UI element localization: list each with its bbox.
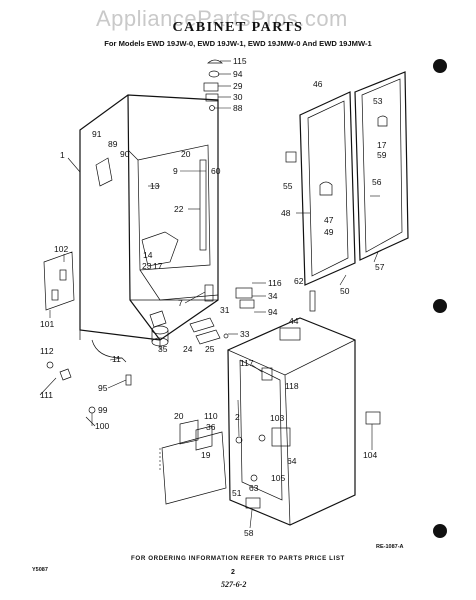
callout-49: 49 xyxy=(324,227,334,237)
callout-46: 46 xyxy=(313,79,323,89)
callout-63: 63 xyxy=(249,483,259,493)
callout-100: 100 xyxy=(95,421,109,431)
callout-116: 116 xyxy=(268,278,282,288)
drawing-code: RE-1087-A xyxy=(376,544,404,550)
binder-hole-top xyxy=(433,59,447,73)
top-small-parts xyxy=(203,59,223,111)
callout-17a: 17 xyxy=(153,261,163,271)
callout-25: 25 xyxy=(205,344,215,354)
callout-35: 35 xyxy=(158,344,168,354)
callout-20a: 20 xyxy=(181,149,191,159)
page-title: CABINET PARTS xyxy=(172,20,304,35)
callout-110: 110 xyxy=(204,411,218,421)
callout-53: 53 xyxy=(373,96,383,106)
leader-lines xyxy=(39,60,380,529)
callout-88: 88 xyxy=(233,103,243,113)
callout-7: 7 xyxy=(178,298,183,308)
callout-94: 94 xyxy=(233,69,243,79)
callout-89: 89 xyxy=(108,139,118,149)
callout-115: 115 xyxy=(233,56,247,66)
callout-1: 1 xyxy=(60,150,65,160)
callout-62: 62 xyxy=(294,276,304,286)
callout-55: 55 xyxy=(283,181,293,191)
callout-56: 56 xyxy=(372,177,382,187)
ordering-footer: FOR ORDERING INFORMATION REFER TO PARTS … xyxy=(131,555,345,562)
callout-58: 58 xyxy=(244,528,254,538)
callout-104: 104 xyxy=(363,450,377,460)
callout-99: 99 xyxy=(98,405,108,415)
callout-102: 102 xyxy=(54,244,68,254)
callout-19: 19 xyxy=(201,450,211,460)
callout-47: 47 xyxy=(324,215,334,225)
callout-24: 24 xyxy=(183,344,193,354)
callout-64: 64 xyxy=(287,456,297,466)
callout-117: 117 xyxy=(240,358,254,368)
callout-48: 48 xyxy=(281,208,291,218)
callout-9: 9 xyxy=(173,166,178,176)
callout-91: 91 xyxy=(92,129,102,139)
callout-20b: 20 xyxy=(174,411,184,421)
page-number: 2 xyxy=(231,569,235,576)
callout-2: 2 xyxy=(235,412,240,422)
callout-13: 13 xyxy=(150,181,160,191)
callout-30: 30 xyxy=(233,92,243,102)
callout-51: 51 xyxy=(232,488,242,498)
callout-112: 112 xyxy=(40,346,54,356)
door-gasket-frames xyxy=(285,71,409,286)
watermark: AppliancePartsPros.com xyxy=(96,6,348,31)
callout-57: 57 xyxy=(375,262,385,272)
callout-34: 34 xyxy=(268,291,278,301)
callout-50: 50 xyxy=(340,286,350,296)
callout-labels: 115 94 29 30 88 46 53 1 91 89 90 20 9 60… xyxy=(40,56,387,538)
callout-90: 90 xyxy=(120,149,130,159)
callout-23: 23 xyxy=(142,261,152,271)
callout-103: 103 xyxy=(270,413,284,423)
callout-118: 118 xyxy=(285,381,299,391)
callout-11: 11 xyxy=(112,354,121,364)
lower-left-parts xyxy=(159,411,381,505)
callout-36: 36 xyxy=(206,422,216,432)
middle-hardware xyxy=(151,287,316,347)
callout-17b: 17 xyxy=(377,140,387,150)
corner-code: Y5087 xyxy=(32,567,48,573)
binder-hole-middle xyxy=(433,299,447,313)
callout-29: 29 xyxy=(233,81,243,91)
callout-31: 31 xyxy=(220,305,230,315)
handwritten-note: 527-6-2 xyxy=(221,580,247,589)
callout-94b: 94 xyxy=(268,307,278,317)
callout-59: 59 xyxy=(377,150,387,160)
lower-cabinet-liner xyxy=(227,317,356,526)
callout-33: 33 xyxy=(240,329,250,339)
callout-60: 60 xyxy=(211,166,221,176)
binder-hole-bottom xyxy=(433,524,447,538)
callout-22: 22 xyxy=(174,204,184,214)
callout-111: 111 xyxy=(40,390,53,400)
model-subtitle: For Models EWD 19JW-0, EWD 19JW-1, EWD 1… xyxy=(104,39,372,48)
callout-14: 14 xyxy=(143,250,153,260)
callout-95: 95 xyxy=(98,383,108,393)
callout-101: 101 xyxy=(40,319,54,329)
main-cabinet-shell xyxy=(79,94,219,350)
callout-105: 105 xyxy=(271,473,285,483)
callout-44: 44 xyxy=(289,316,299,326)
